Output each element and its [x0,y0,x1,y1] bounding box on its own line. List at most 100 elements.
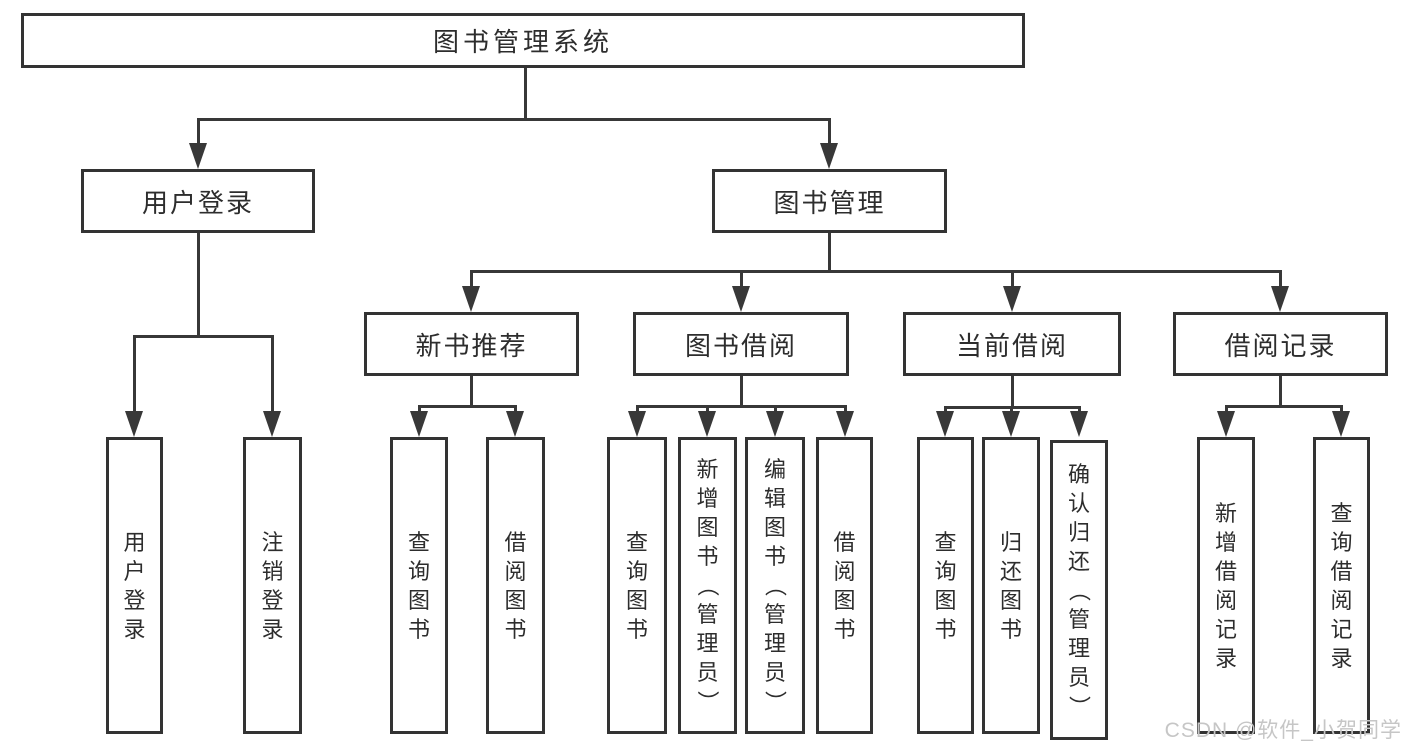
connector-line [417,405,421,413]
node-label-char: 录 [261,616,284,642]
arrow-down-icon [1003,286,1021,312]
node-label-char: 图 [833,587,856,613]
node-label-char: 新 [696,457,719,482]
node-label-char: 阅 [1330,587,1353,613]
node-borrow-book-rec: 借阅图书 [486,437,545,734]
node-label-char: 阅 [504,558,527,584]
node-label-char: 借 [504,529,527,555]
arrow-down-icon [936,411,954,437]
arrow-down-icon [1271,286,1289,312]
node-label-char: 书 [763,544,786,569]
node-label-char: 管 [1067,606,1090,632]
node-label-char: 书 [625,616,648,642]
connector-line [1224,405,1343,408]
node-borrow-book-op: 借阅图书 [816,437,873,734]
connector-line [1224,405,1228,413]
arrow-down-icon [766,411,784,437]
node-label-char: 书 [696,544,719,569]
arrow-down-icon [1002,411,1020,437]
node-confirm-return-admin: 确认归还（管理员） [1050,440,1108,740]
node-label-char: 图 [407,587,430,613]
connector-line [943,406,947,413]
node-label-char: 询 [934,558,957,584]
arrow-down-icon [462,286,480,312]
node-label-char: （ [695,574,720,597]
node-label-char: 员 [696,660,719,685]
connector-line [469,270,1282,273]
connector-line [827,233,831,273]
node-label-char: 查 [1330,500,1353,526]
arrow-down-icon [1217,411,1235,437]
node-add-book-admin: 新增图书（管理员） [678,437,737,734]
connector-line [635,405,847,408]
connector-line [739,270,743,288]
node-label-char: 辑 [763,486,786,511]
node-user-login: 用户登录 [81,169,315,233]
connector-line [1339,405,1343,413]
connector-line [196,233,200,338]
node-label-char: ） [1066,694,1092,717]
arrow-down-icon [410,411,428,437]
node-current-borrow: 当前借阅 [903,312,1121,376]
connector-line [132,335,274,338]
node-label-char: 查 [407,529,430,555]
node-label-char: 编 [763,457,786,482]
connector-line [1009,406,1013,413]
node-label-char: （ [762,574,788,597]
node-label-char: 录 [123,616,146,642]
node-book-borrow: 图书借阅 [633,312,849,376]
connector-line [196,118,831,121]
node-label-char: 新 [1214,500,1237,526]
node-label-char: 图 [504,587,527,613]
arrow-down-icon [125,411,143,437]
node-label-char: 借 [1330,558,1353,584]
node-label-char: 登 [261,587,284,613]
node-label-char: 录 [1214,645,1237,671]
node-label-char: ） [695,690,720,713]
connector-line [469,376,473,408]
connector-line [1278,270,1282,288]
node-label-char: 查 [934,529,957,555]
node-label-char: 询 [1330,529,1353,555]
connector-line [196,118,200,145]
node-label-char: 图 [999,587,1022,613]
connector-line [635,405,639,413]
node-query-borrow-record: 查询借阅记录 [1313,437,1370,734]
connector-line [739,376,743,408]
node-label-char: 书 [833,616,856,642]
node-label-char: 归 [999,529,1022,555]
connector-line [1077,406,1081,413]
node-label-char: 记 [1330,616,1353,642]
connector-line [523,68,527,121]
node-label-char: 管 [763,602,786,627]
connector-line [270,335,274,413]
node-label-char: 图 [625,587,648,613]
csdn-watermark: CSDN @软件_小贺同学 [1164,719,1402,742]
node-query-book-rec: 查询图书 [390,437,448,734]
arrow-down-icon [732,286,750,312]
node-label-char: 阅 [833,558,856,584]
node-book-mgmt: 图书管理 [712,169,947,233]
node-label-char: （ [1066,578,1092,601]
node-label-char: 图 [934,587,957,613]
arrow-down-icon [820,143,838,169]
connector-line [843,405,847,413]
node-label-char: 确 [1067,461,1090,487]
node-label-char: 查 [625,529,648,555]
arrow-down-icon [1070,411,1088,437]
node-root: 图书管理系统 [21,13,1025,68]
connector-line [417,405,517,408]
node-label-char: 阅 [1214,587,1237,613]
node-borrow-records: 借阅记录 [1173,312,1388,376]
node-label-char: ） [762,690,788,713]
connector-line [1278,376,1282,408]
node-label-char: 归 [1067,519,1090,545]
node-logout-op: 注销登录 [243,437,302,734]
connector-line [773,405,777,413]
arrow-down-icon [698,411,716,437]
node-label-char: 询 [407,558,430,584]
node-label-char: 认 [1067,490,1090,516]
node-label-char: 户 [123,558,146,584]
node-query-book-borrow: 查询图书 [607,437,667,734]
